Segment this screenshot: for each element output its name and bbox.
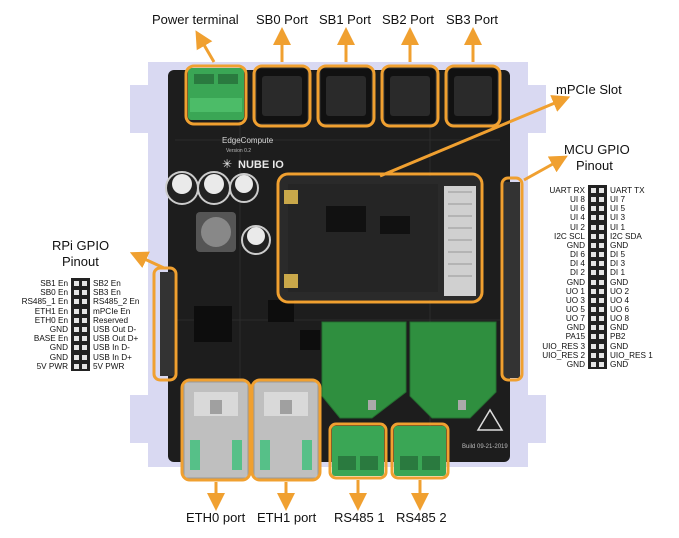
- logo-star-icon: ✳: [222, 157, 232, 171]
- label-rs485-1: RS485 1: [334, 510, 385, 525]
- pin-pad: [599, 215, 604, 220]
- board-brand: EdgeCompute: [222, 136, 274, 145]
- pin-pad: [599, 197, 604, 202]
- pin-pad: [599, 206, 604, 211]
- pin-pad: [591, 353, 596, 358]
- pin-pad: [599, 344, 604, 349]
- pin-pad: [599, 362, 604, 367]
- pin-pad: [82, 281, 87, 286]
- pin-pad: [591, 344, 596, 349]
- label-sb1-port: SB1 Port: [319, 12, 371, 27]
- pin-pad: [591, 270, 596, 275]
- pin-pad: [82, 299, 87, 304]
- pin-pad: [599, 234, 604, 239]
- pin-pad: [591, 243, 596, 248]
- pin-pad: [74, 290, 79, 295]
- pin-pad: [591, 298, 596, 303]
- pin-pad: [599, 261, 604, 266]
- label-eth1-port: ETH1 port: [257, 510, 316, 525]
- pin-pad: [599, 225, 604, 230]
- pin-pad: [591, 261, 596, 266]
- pin-pad: [591, 197, 596, 202]
- pin-pad: [82, 290, 87, 295]
- pin-pad: [591, 307, 596, 312]
- build-date: Build 09-21-2019: [462, 444, 508, 450]
- pin-pad: [591, 188, 596, 193]
- pin-pad: [591, 252, 596, 257]
- pin-pad: [599, 307, 604, 312]
- pin-pad: [591, 280, 596, 285]
- pin-pad: [82, 345, 87, 350]
- board-version: Version 0.2: [226, 148, 251, 154]
- pin-pad: [599, 334, 604, 339]
- pin-pad: [74, 299, 79, 304]
- pin-pad: [591, 225, 596, 230]
- pin-pad: [74, 327, 79, 332]
- label-rpi-pinout: Pinout: [62, 254, 99, 269]
- pin-pad: [599, 298, 604, 303]
- radio-module-right: [410, 322, 496, 418]
- pin-pad: [599, 188, 604, 193]
- pin-pad: [74, 355, 79, 360]
- pin-pad: [599, 353, 604, 358]
- pin-pad: [82, 355, 87, 360]
- pin-pad: [591, 289, 596, 294]
- label-mcu-gpio: MCU GPIO: [564, 142, 630, 157]
- pin-label: GND: [610, 359, 628, 370]
- label-eth0-port: ETH0 port: [186, 510, 245, 525]
- pin-pad: [591, 234, 596, 239]
- pin-label: 5V PWR: [37, 361, 68, 372]
- label-rs485-2: RS485 2: [396, 510, 447, 525]
- pin-pad: [599, 325, 604, 330]
- pin-pad: [591, 325, 596, 330]
- pin-pad: [591, 206, 596, 211]
- pin-pad: [82, 318, 87, 323]
- pin-pad: [74, 336, 79, 341]
- pin-label: 5V PWR: [93, 361, 124, 372]
- pin-pad: [74, 345, 79, 350]
- label-power-terminal: Power terminal: [152, 12, 239, 27]
- pin-pad: [74, 364, 79, 369]
- pin-pad: [591, 316, 596, 321]
- label-sb0-port: SB0 Port: [256, 12, 308, 27]
- pin-pad: [82, 327, 87, 332]
- pin-pad: [74, 309, 79, 314]
- pin-pad: [591, 334, 596, 339]
- board-logo: NUBE IO: [238, 159, 284, 171]
- pin-pad: [82, 309, 87, 314]
- label-rpi-gpio: RPi GPIO: [52, 238, 109, 253]
- label-mcu-pinout: Pinout: [576, 158, 613, 173]
- pin-pad: [591, 215, 596, 220]
- pin-pad: [74, 318, 79, 323]
- pin-label: GND: [567, 359, 585, 370]
- pin-pad: [74, 281, 79, 286]
- pin-pad: [82, 336, 87, 341]
- label-mpcie-slot: mPCIe Slot: [556, 82, 622, 97]
- label-sb2-port: SB2 Port: [382, 12, 434, 27]
- label-sb3-port: SB3 Port: [446, 12, 498, 27]
- pin-pad: [591, 362, 596, 367]
- pin-pad: [599, 270, 604, 275]
- pin-header: [588, 185, 607, 369]
- pin-pad: [82, 364, 87, 369]
- pin-pad: [599, 316, 604, 321]
- pin-pad: [599, 243, 604, 248]
- pin-pad: [599, 252, 604, 257]
- pin-pad: [599, 280, 604, 285]
- pin-pad: [599, 289, 604, 294]
